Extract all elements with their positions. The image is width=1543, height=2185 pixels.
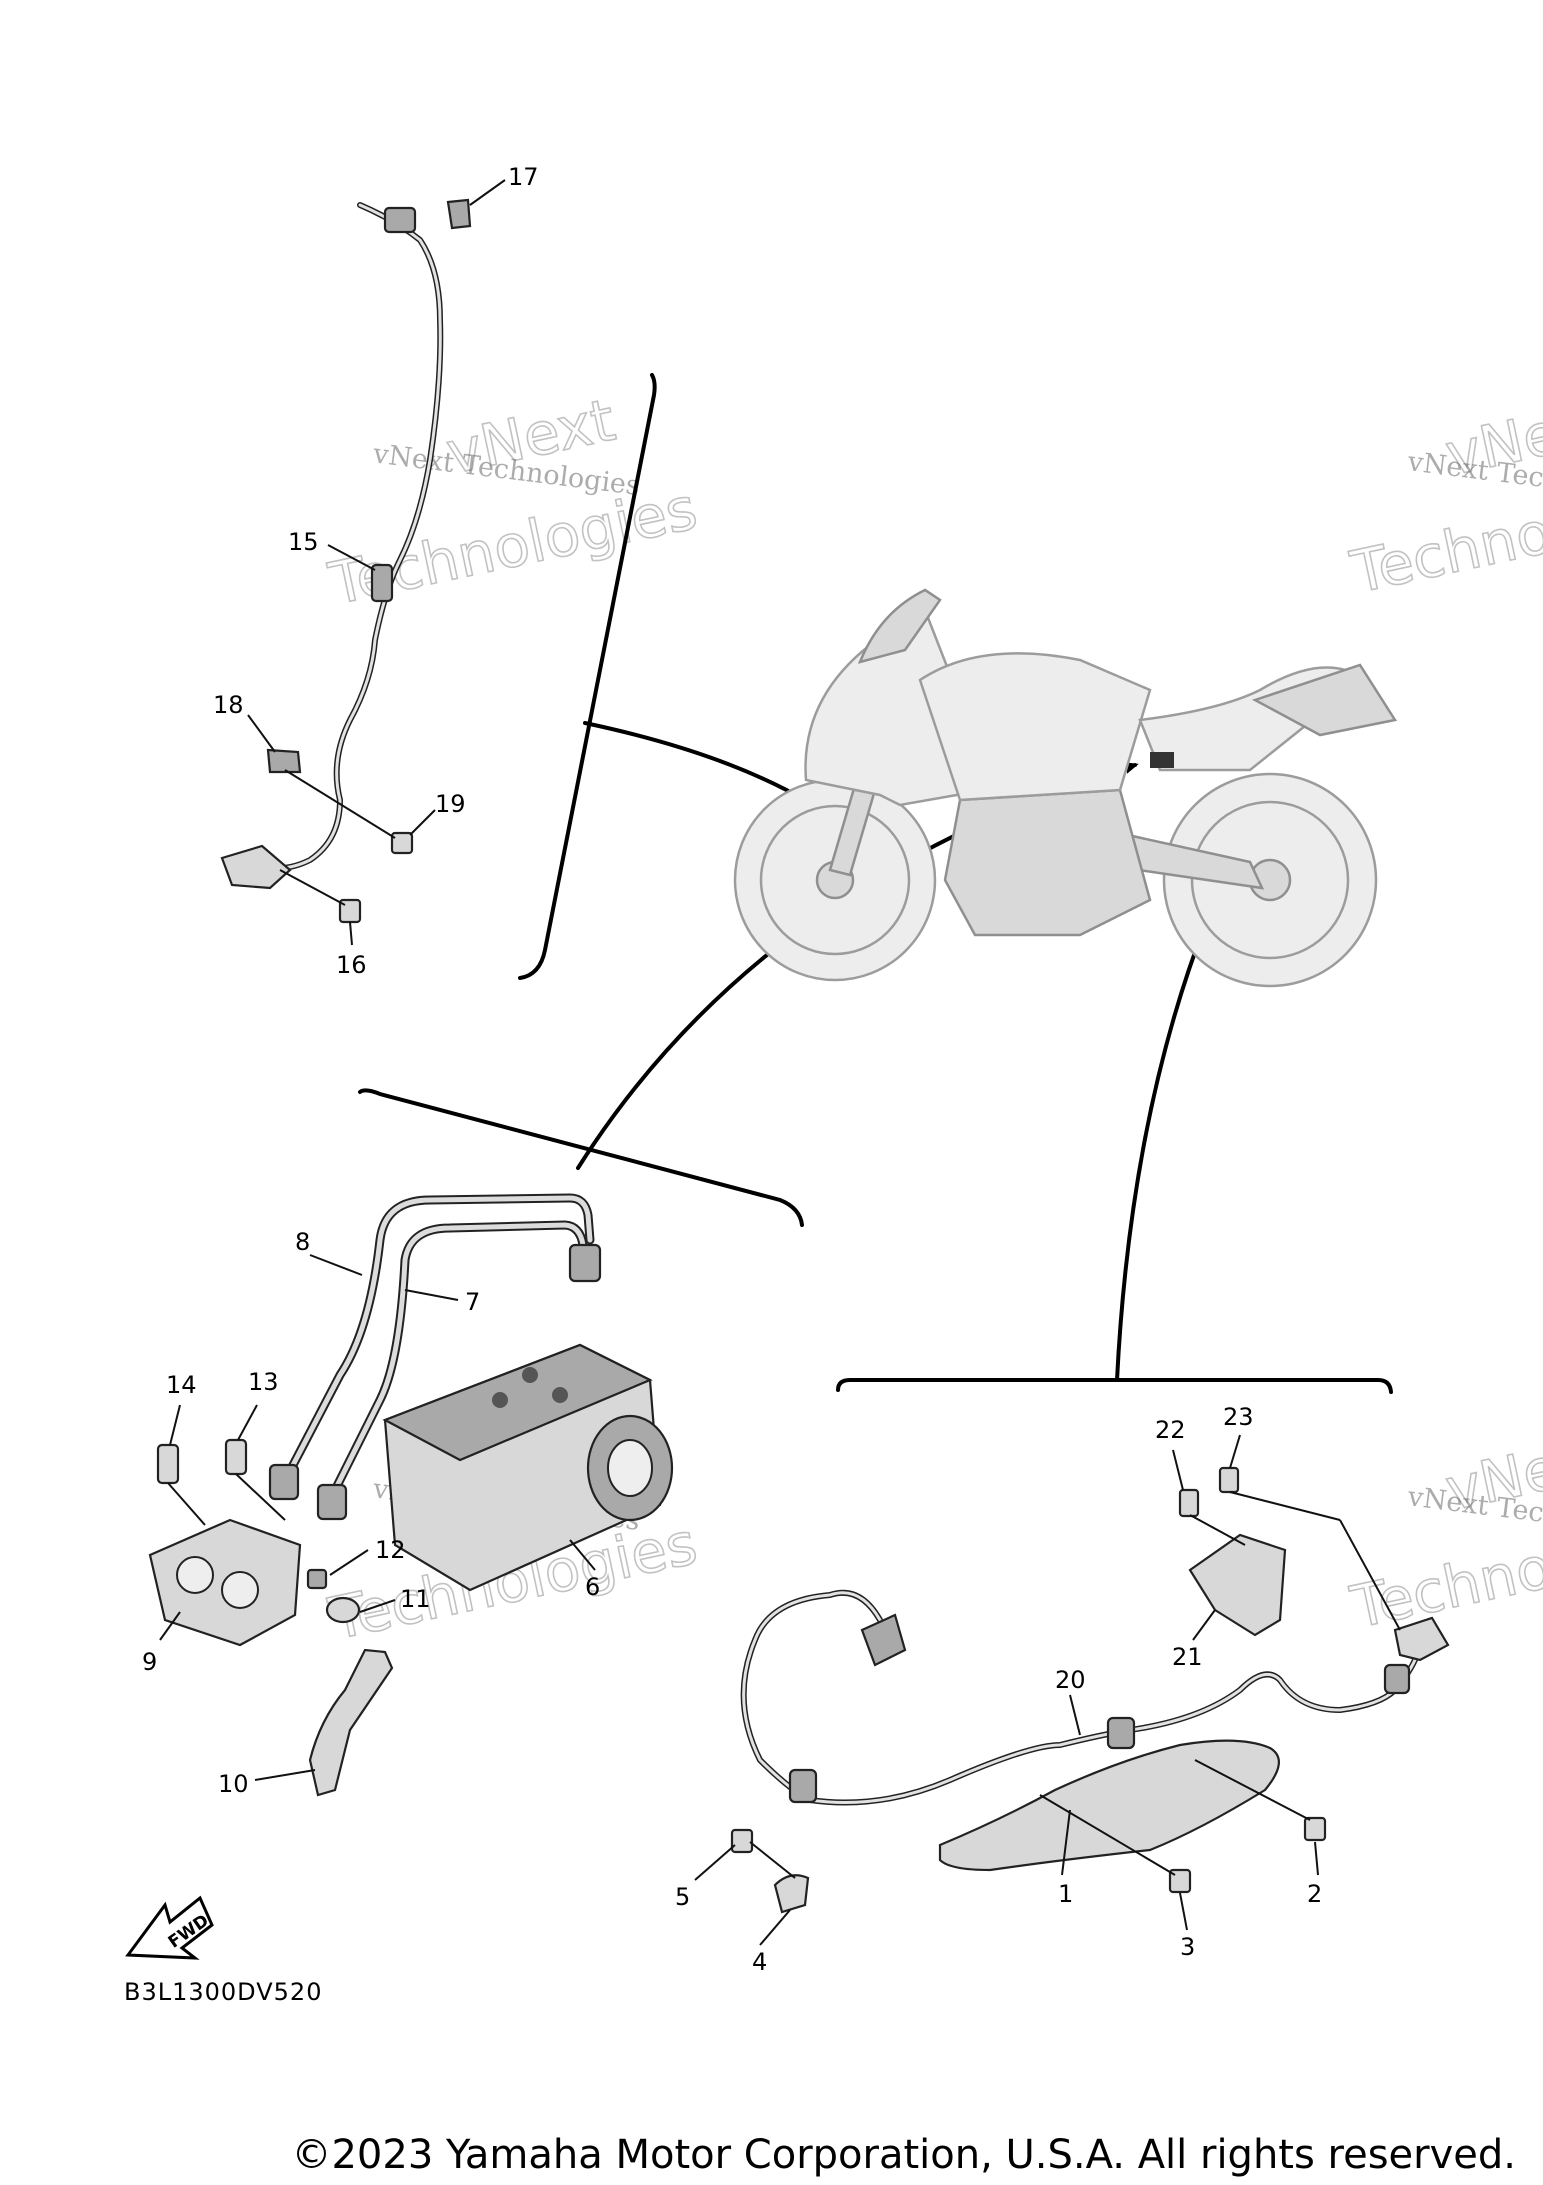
watermark-upper-right: vNext Technologies vNext Technologies — [1344, 387, 1543, 608]
callout-6: 6 — [585, 1573, 600, 1601]
screw-3 — [1168, 1868, 1192, 1894]
group-brackets — [358, 373, 1393, 1394]
screw-5 — [730, 1828, 754, 1854]
callout-numbers: 1 2 3 4 5 6 7 8 9 10 11 12 13 14 15 16 1… — [142, 163, 1322, 1976]
rear-wheel-sensor — [1393, 1616, 1450, 1662]
callout-22: 22 — [1155, 1416, 1186, 1444]
wheel-sensor — [220, 844, 292, 890]
wire-grommet — [370, 563, 394, 603]
wire-grommet — [788, 1768, 818, 1804]
callout-19: 19 — [435, 790, 466, 818]
bracket-rear-sensor-group — [836, 1378, 1393, 1394]
callout-23: 23 — [1223, 1403, 1254, 1431]
screw-2 — [1303, 1816, 1327, 1842]
arrow-to-rear-wheel — [1115, 921, 1208, 1382]
watermark-lower-right: vNext Technologies vNext Technologies — [1344, 1422, 1543, 1643]
bracket-abs-group — [358, 1088, 804, 1227]
clip-17 — [446, 198, 472, 230]
washer-11 — [325, 1596, 361, 1624]
sensor-guard-1 — [938, 1739, 1280, 1872]
callout-leaders — [159, 179, 1319, 1946]
wire-connector — [860, 1613, 907, 1667]
bolt-19 — [390, 831, 414, 855]
wire-grommet — [1106, 1716, 1136, 1750]
sensor-bracket-21 — [1188, 1533, 1287, 1637]
abs-location-marker — [1150, 752, 1174, 768]
callout-21: 21 — [1172, 1643, 1203, 1671]
motorcycle-illustration — [733, 588, 1398, 988]
wire-grommet — [383, 206, 417, 234]
front-sensor-group — [220, 198, 472, 924]
callout-18: 18 — [213, 691, 244, 719]
fuel-tank — [918, 652, 1152, 802]
bracket-10 — [308, 1648, 394, 1797]
clamp-4 — [773, 1874, 810, 1914]
callout-14: 14 — [166, 1371, 197, 1399]
bolt-22 — [1178, 1488, 1200, 1518]
callout-20: 20 — [1055, 1666, 1086, 1694]
nut-12 — [306, 1568, 328, 1590]
callout-3: 3 — [1180, 1933, 1195, 1961]
callout-17: 17 — [508, 163, 539, 191]
copyright-notice: ©2023 Yamaha Motor Corporation, U.S.A. A… — [291, 2132, 1516, 2178]
callout-9: 9 — [142, 1648, 157, 1676]
engine — [943, 788, 1152, 937]
fwd-arrow: FWD — [125, 1895, 214, 1960]
callout-16: 16 — [336, 951, 367, 979]
bolt-13 — [224, 1438, 248, 1476]
bolt-23 — [1218, 1466, 1240, 1494]
callout-12: 12 — [375, 1536, 406, 1564]
clip-18 — [266, 748, 302, 774]
sensor-lead-20 — [740, 1589, 1423, 1806]
callout-11: 11 — [400, 1585, 431, 1613]
callout-4: 4 — [752, 1948, 767, 1976]
callout-10: 10 — [218, 1770, 249, 1798]
rear-sensor-group — [730, 1466, 1450, 1914]
bracket-front-sensor-group — [518, 373, 657, 980]
callout-2: 2 — [1307, 1880, 1322, 1908]
wire-grommet — [1383, 1663, 1411, 1695]
pipe-fitting — [316, 1483, 348, 1521]
callout-7: 7 — [465, 1288, 480, 1316]
abs-group — [148, 1193, 674, 1797]
pipe-fitting — [268, 1463, 300, 1501]
callout-15: 15 — [288, 528, 319, 556]
callout-1: 1 — [1058, 1880, 1073, 1908]
callout-5: 5 — [675, 1883, 690, 1911]
diagram-code: B3L1300DV520 — [124, 1978, 322, 2006]
callout-13: 13 — [248, 1368, 279, 1396]
callout-8: 8 — [295, 1228, 310, 1256]
pipe-fitting — [568, 1243, 602, 1283]
bolt-14 — [156, 1443, 180, 1485]
